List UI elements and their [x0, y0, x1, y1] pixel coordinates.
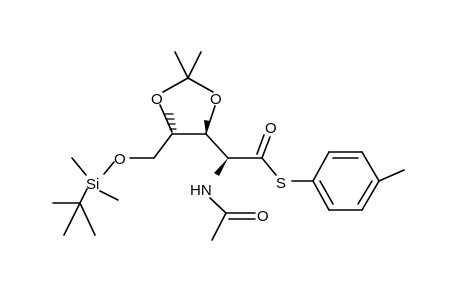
bond-o-si: [103, 161, 115, 175]
bond-ring-c2-o3: [187, 77, 214, 93]
atom-o-ether: O: [114, 151, 126, 168]
bond-ar-4: [361, 180, 380, 211]
bond-c4-ch2: [153, 133, 173, 159]
bond-ar-inner-2: [357, 180, 373, 205]
wedge-calpha-n: [214, 158, 228, 176]
atom-nh: HN: [190, 182, 212, 199]
atom-o-ring-left: O: [151, 91, 163, 108]
bond-si-methyl-up: [71, 157, 87, 176]
hashed-wedge-c4: [163, 113, 177, 130]
bond-ring-o1-c2: [162, 77, 189, 93]
bond-ar-methyl: [378, 169, 405, 182]
bond-c5-calpha: [205, 133, 229, 159]
bond-si-tbu: [79, 188, 88, 204]
atom-o-amide: O: [257, 208, 269, 225]
bond-carbonyl-o-1: [261, 136, 271, 159]
bond-ar-inner-3: [319, 180, 334, 205]
bond-tbu-c: [79, 202, 96, 236]
bond-si-methyl-right: [99, 190, 119, 201]
bond-carbonyl-o-2: [256, 134, 265, 155]
atom-s: S: [276, 175, 286, 192]
bond-n-acyl: [209, 197, 227, 214]
bond-tbu-b: [63, 202, 81, 236]
atom-si: Si: [86, 176, 99, 193]
atom-o-thioester: O: [265, 120, 277, 137]
bond-methyl-a: [174, 51, 189, 79]
wedge-c5: [204, 120, 210, 134]
bond-acyl-methyl: [211, 212, 227, 241]
bond-ar-6: [312, 180, 330, 211]
bond-methyl-b: [187, 51, 202, 79]
bond-ar-3: [361, 151, 380, 182]
bond-carbonyl-s: [261, 157, 277, 176]
atom-o-ring-right: O: [210, 91, 222, 108]
bond-ar-1: [312, 151, 330, 182]
